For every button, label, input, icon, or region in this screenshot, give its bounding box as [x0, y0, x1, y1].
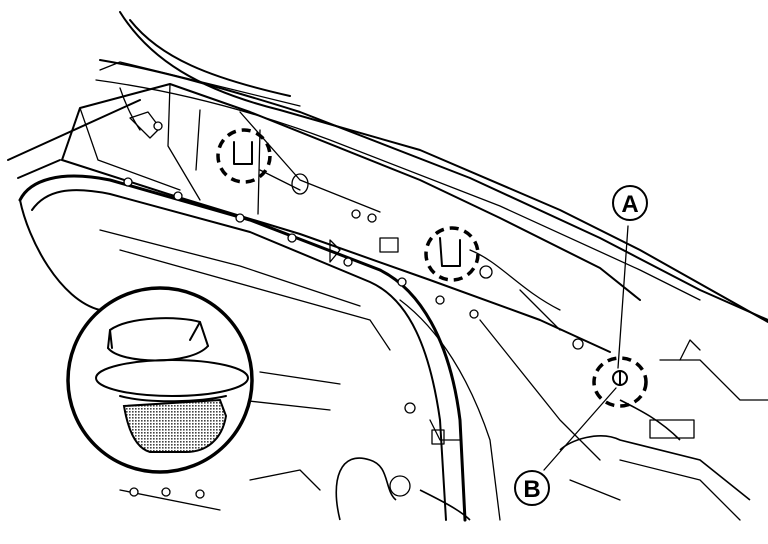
clip-highlight-1 — [216, 128, 272, 184]
curtain-airbag-module — [61, 83, 641, 353]
callout-b-circle — [514, 470, 550, 506]
callout-b-label: B — [523, 476, 540, 503]
clip-inset-detail — [66, 286, 254, 474]
rail-holes — [123, 121, 584, 414]
callout-a-label: A — [621, 191, 638, 218]
roof-rail-body — [7, 11, 768, 323]
door-window-opening — [18, 174, 601, 522]
callout-a-circle — [612, 185, 648, 221]
clip-highlight-2 — [424, 226, 480, 282]
callout-a-leader — [617, 225, 629, 369]
callout-b-leader — [543, 387, 617, 471]
clip-mesh — [122, 398, 228, 453]
clip-detail — [233, 141, 628, 386]
clip-highlight-3 — [592, 356, 648, 408]
